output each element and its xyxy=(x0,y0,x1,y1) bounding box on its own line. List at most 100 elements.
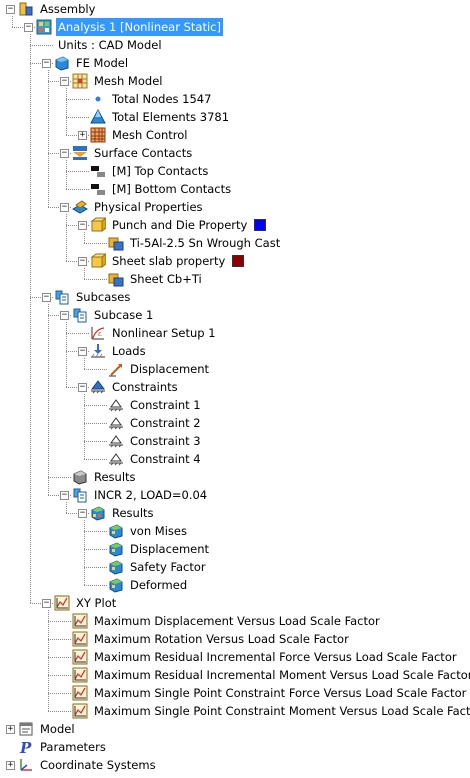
collapse-toggle[interactable]: − xyxy=(60,148,69,158)
tree-node-label: Deformed xyxy=(130,578,188,592)
tree-node-ti-material[interactable]: Ti-5Al-2.5 Sn Wrough Cast xyxy=(108,234,282,252)
tree-node-results[interactable]: Results xyxy=(72,468,138,486)
tree-connector xyxy=(66,189,89,190)
tree-node-subcases[interactable]: Subcases xyxy=(54,288,132,306)
tree-node-von-mises[interactable]: von Mises xyxy=(108,522,189,540)
tree-node-label: XY Plot xyxy=(76,596,117,610)
result-plot-icon xyxy=(108,577,124,593)
collapse-toggle[interactable]: − xyxy=(42,292,51,302)
subcases-icon xyxy=(54,289,70,305)
svg-text:ε: ε xyxy=(98,330,102,338)
tree-connector xyxy=(84,549,107,550)
property-icon xyxy=(90,217,106,233)
tree-node-label: Nonlinear Setup 1 xyxy=(112,326,216,340)
collapse-toggle[interactable]: − xyxy=(78,346,87,356)
mesh-model-icon xyxy=(72,73,88,89)
tree-node-result-displacement[interactable]: Displacement xyxy=(108,540,211,558)
results-color-icon xyxy=(90,505,106,521)
xy-plot-icon xyxy=(72,703,88,719)
tree-node-label: Maximum Residual Incremental Force Versu… xyxy=(94,650,457,664)
tree-node-top-contacts[interactable]: [M] Top Contacts xyxy=(90,162,210,180)
collapse-toggle[interactable]: − xyxy=(42,598,51,608)
tree-node-plot-spc-force[interactable]: Maximum Single Point Constraint Force Ve… xyxy=(72,684,468,702)
tree-connector xyxy=(66,387,89,388)
collapse-toggle[interactable]: − xyxy=(24,22,33,32)
tree-node-label: Maximum Displacement Versus Load Scale F… xyxy=(94,614,380,628)
tree-node-constraint-4[interactable]: Constraint 4 xyxy=(108,450,203,468)
tree-guide-line xyxy=(66,88,67,135)
tree-node-total-elements[interactable]: Total Elements 3781 xyxy=(90,108,231,126)
tree-guide-line xyxy=(84,232,85,243)
tree-node-mesh-model[interactable]: Mesh Model xyxy=(72,72,164,90)
tree-node-plot-max-displacement[interactable]: Maximum Displacement Versus Load Scale F… xyxy=(72,612,382,630)
tree-node-label: Constraints xyxy=(112,380,178,394)
tree-node-plot-residual-force[interactable]: Maximum Residual Incremental Force Versu… xyxy=(72,648,459,666)
tree-node-model[interactable]: Model xyxy=(18,720,77,738)
tree-node-surface-contacts[interactable]: Surface Contacts xyxy=(72,144,194,162)
tree-node-nonlinear-setup[interactable]: ε Nonlinear Setup 1 xyxy=(90,324,218,342)
tree-node-constraint-3[interactable]: Constraint 3 xyxy=(108,432,203,450)
expand-toggle[interactable]: + xyxy=(78,130,87,140)
tree-node-deformed[interactable]: Deformed xyxy=(108,576,189,594)
tree-connector xyxy=(66,171,89,172)
tree-node-loads[interactable]: Loads xyxy=(90,342,148,360)
collapse-toggle[interactable]: − xyxy=(78,256,87,266)
collapse-toggle[interactable]: − xyxy=(60,202,69,212)
tree-node-plot-max-rotation[interactable]: Maximum Rotation Versus Load Scale Facto… xyxy=(72,630,351,648)
tree-connector xyxy=(66,225,89,226)
tree-node-constraint-2[interactable]: Constraint 2 xyxy=(108,414,203,432)
expand-toggle[interactable]: + xyxy=(6,760,15,770)
tree-node-label: Parameters xyxy=(40,740,106,754)
tree-connector xyxy=(48,693,71,694)
tree-node-fe-model[interactable]: FE Model xyxy=(54,54,130,72)
collapse-toggle[interactable]: − xyxy=(60,490,69,500)
tree-node-label: Safety Factor xyxy=(130,560,206,574)
tree-node-bottom-contacts[interactable]: [M] Bottom Contacts xyxy=(90,180,233,198)
tree-node-incr-results[interactable]: Results xyxy=(90,504,156,522)
collapse-toggle[interactable]: − xyxy=(42,58,51,68)
tree-node-plot-spc-moment[interactable]: Maximum Single Point Constraint Moment V… xyxy=(72,702,470,720)
tree-node-load-displacement[interactable]: Displacement xyxy=(108,360,211,378)
tree-node-label: Displacement xyxy=(130,362,210,376)
tree-node-analysis-1[interactable]: Analysis 1 [Nonlinear Static] xyxy=(36,18,223,36)
tree-node-mesh-control[interactable]: Mesh Control xyxy=(90,126,190,144)
expand-toggle[interactable]: + xyxy=(6,724,15,734)
tree-node-subcase-1[interactable]: Subcase 1 xyxy=(72,306,155,324)
tree-node-label: [M] Top Contacts xyxy=(112,164,209,178)
xy-plot-icon xyxy=(72,631,88,647)
tree-node-safety-factor[interactable]: Safety Factor xyxy=(108,558,208,576)
color-swatch xyxy=(232,255,245,267)
tree-node-label: von Mises xyxy=(130,524,187,538)
tree-node-constraints[interactable]: Constraints xyxy=(90,378,180,396)
tree-node-sheet-slab-property[interactable]: Sheet slab property xyxy=(90,252,245,270)
tree-guide-line xyxy=(12,16,13,27)
tree-guide-line xyxy=(84,268,85,279)
collapse-toggle[interactable]: − xyxy=(60,76,69,86)
tree-node-units[interactable]: Units : CAD Model xyxy=(52,36,164,54)
tree-node-sheet-material[interactable]: Sheet Cb+Ti xyxy=(108,270,204,288)
collapse-toggle[interactable]: − xyxy=(78,220,87,230)
tree-node-label: Maximum Single Point Constraint Force Ve… xyxy=(94,686,467,700)
xy-plot-icon xyxy=(72,685,88,701)
collapse-toggle[interactable]: − xyxy=(78,382,87,392)
tree-node-constraint-1[interactable]: Constraint 1 xyxy=(108,396,203,414)
tree-node-total-nodes[interactable]: Total Nodes 1547 xyxy=(90,90,213,108)
tree-node-incr-2[interactable]: INCR 2, LOAD=0.04 xyxy=(72,486,209,504)
result-plot-icon xyxy=(108,559,124,575)
collapse-toggle[interactable]: − xyxy=(6,4,15,14)
tree-node-assembly[interactable]: Assembly xyxy=(18,0,97,18)
tree-node-label: Total Nodes 1547 xyxy=(112,92,212,106)
tree-node-label: Sheet Cb+Ti xyxy=(130,272,202,286)
tree-node-coordinate-systems[interactable]: Coordinate Systems xyxy=(18,756,158,774)
xy-plot-icon xyxy=(72,613,88,629)
tree-connector xyxy=(48,315,71,316)
collapse-toggle[interactable]: − xyxy=(60,310,69,320)
tree-connector xyxy=(84,279,107,280)
collapse-toggle[interactable]: − xyxy=(78,508,87,518)
tree-node-xy-plot[interactable]: XY Plot xyxy=(54,594,118,612)
tree-node-physical-properties[interactable]: Physical Properties xyxy=(72,198,205,216)
tree-connector xyxy=(48,81,71,82)
tree-node-plot-residual-moment[interactable]: Maximum Residual Incremental Moment Vers… xyxy=(72,666,470,684)
tree-node-punch-die-property[interactable]: Punch and Die Property xyxy=(90,216,267,234)
